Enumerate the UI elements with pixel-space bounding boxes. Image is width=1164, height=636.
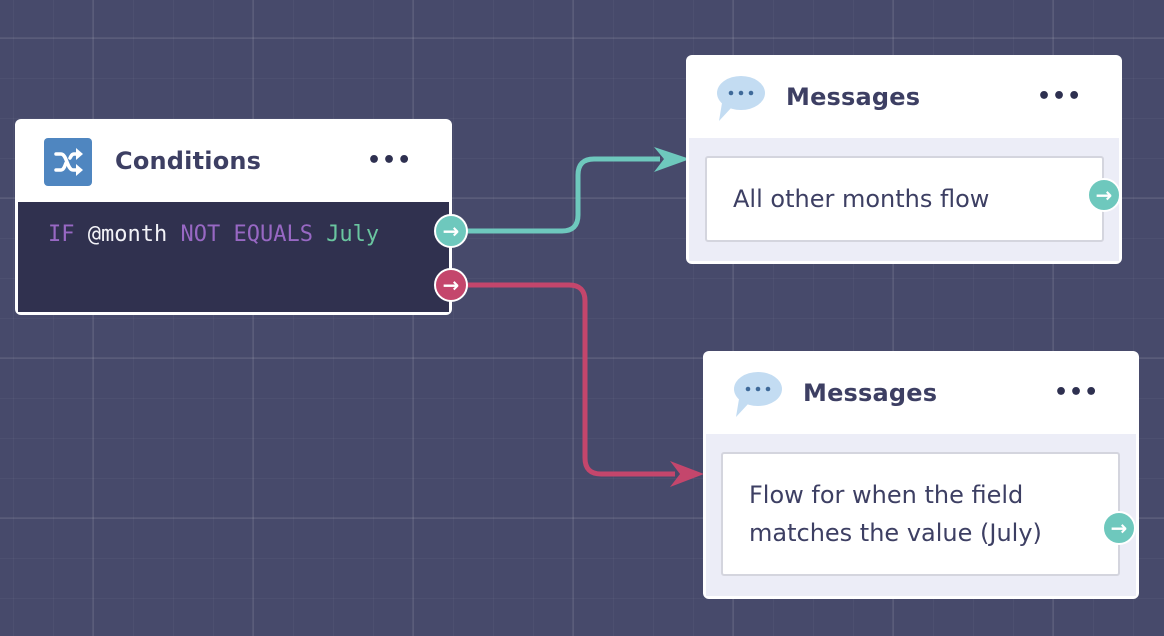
node-menu-button[interactable]: •••	[367, 148, 413, 173]
condition-expression[interactable]: IF @month NOT EQUALS July	[18, 202, 449, 312]
messages-node[interactable]: Messages ••• All other months flow	[686, 55, 1122, 264]
arrow-right-icon: →	[442, 273, 460, 297]
message-output-port[interactable]: →	[1102, 511, 1136, 545]
message-output-port[interactable]: →	[1087, 178, 1121, 212]
message-item[interactable]: All other months flow	[705, 156, 1104, 242]
chat-bubble-icon	[717, 76, 765, 121]
output-port-equals[interactable]: →	[434, 268, 468, 302]
chat-bubble-icon	[734, 372, 782, 417]
message-item[interactable]: Flow for when the field matches the valu…	[721, 452, 1120, 576]
condition-field: @month	[87, 222, 168, 247]
arrow-right-icon: →	[1110, 516, 1128, 540]
if-keyword: IF	[48, 222, 75, 247]
message-text: All other months flow	[733, 185, 990, 213]
condition-operator: NOT EQUALS	[180, 222, 313, 247]
arrow-right-icon: →	[1095, 183, 1113, 207]
connection-equals-branch	[466, 282, 675, 477]
node-menu-button[interactable]: •••	[1054, 380, 1100, 405]
message-text: Flow for when the field matches the valu…	[749, 481, 1042, 547]
output-port-not-equals[interactable]: →	[434, 214, 468, 248]
node-title: Messages	[803, 378, 938, 407]
conditions-node[interactable]: Conditions ••• IF @month NOT EQUALS July	[15, 119, 452, 315]
node-title: Conditions	[115, 146, 262, 175]
connection-arrowhead	[670, 461, 704, 487]
condition-value: July	[326, 222, 380, 247]
node-menu-button[interactable]: •••	[1037, 84, 1083, 109]
node-title: Messages	[786, 82, 921, 111]
connection-not-equals-branch	[466, 156, 660, 234]
connection-arrowhead	[654, 147, 690, 172]
shuffle-icon	[44, 138, 92, 186]
messages-node[interactable]: Messages ••• Flow for when the field mat…	[703, 351, 1139, 599]
arrow-right-icon: →	[442, 219, 460, 243]
